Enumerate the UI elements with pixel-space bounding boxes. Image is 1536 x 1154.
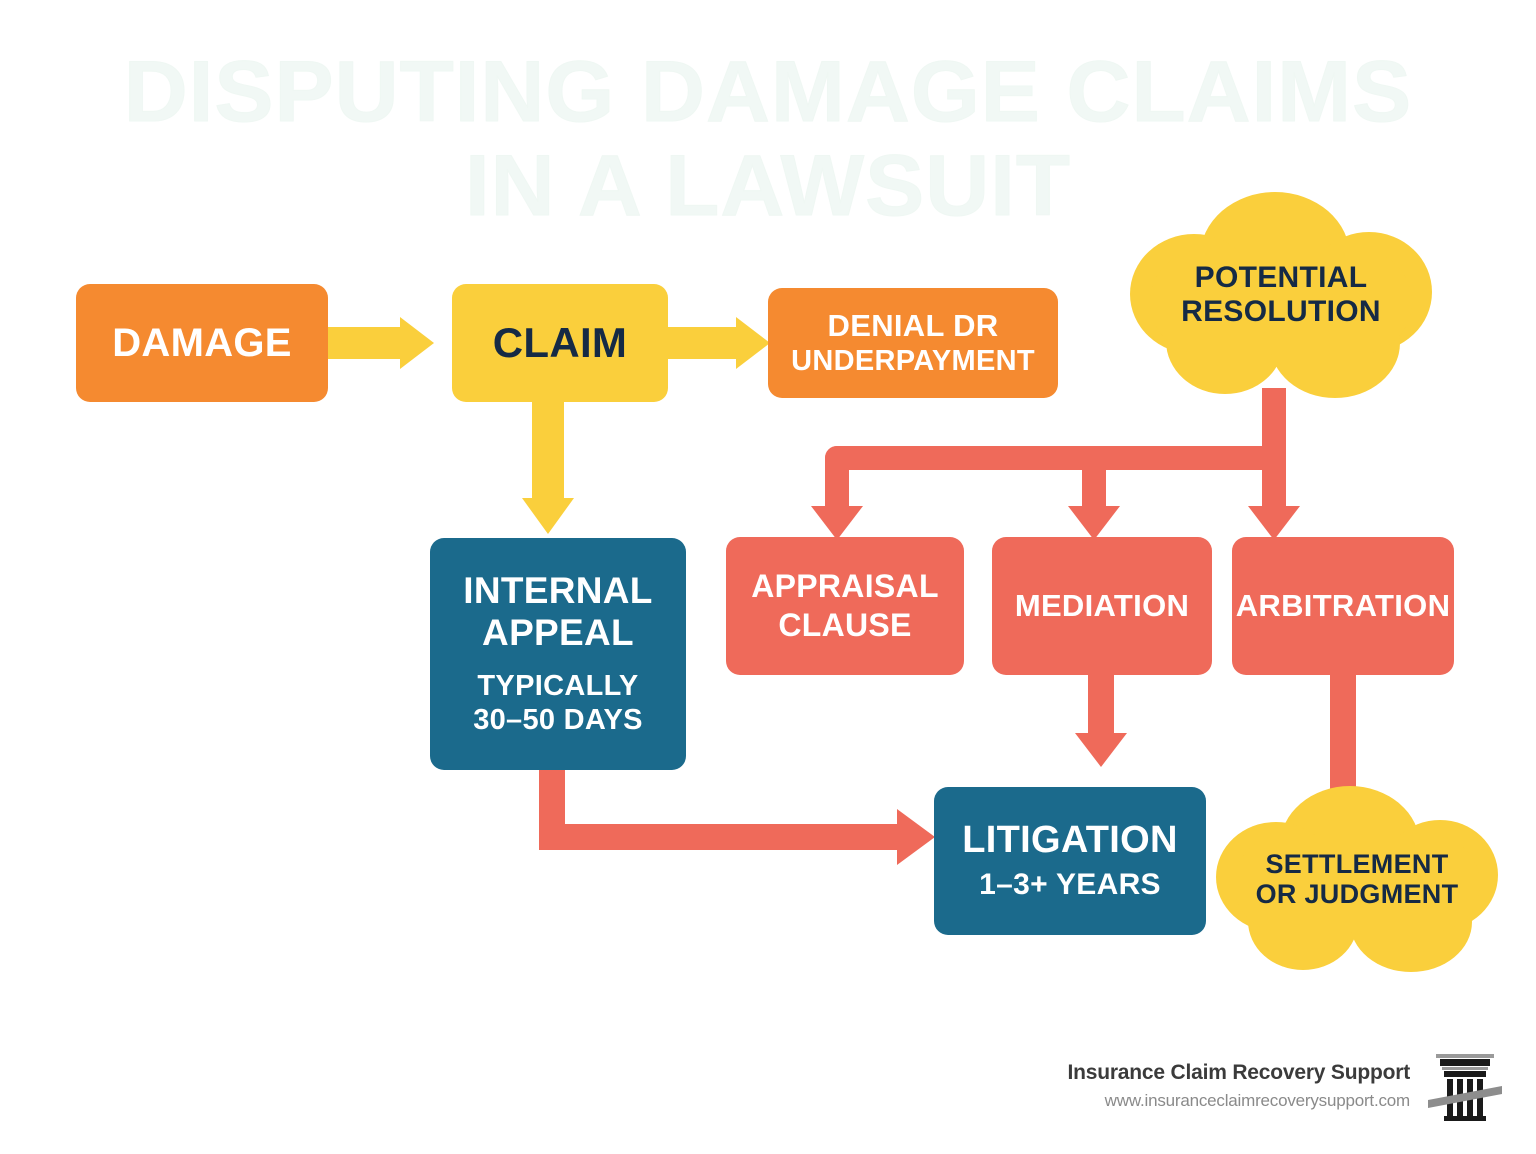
node-damage: DAMAGE <box>76 284 328 402</box>
node-mediation: MEDIATION <box>992 537 1212 675</box>
node-denial-label-line1: DENIAL DR <box>827 307 999 343</box>
brand-name: Insurance Claim Recovery Support <box>1067 1061 1410 1084</box>
node-arbitration: ARBITRATION <box>1232 537 1454 675</box>
arrow-damage-to-claim-head <box>400 317 434 369</box>
node-internal-appeal-line3: TYPICALLY <box>477 669 639 702</box>
node-potential-resolution-line2: RESOLUTION <box>1181 295 1381 328</box>
node-claim: CLAIM <box>452 284 668 402</box>
arrow-to-appraisal-shaft <box>825 446 849 510</box>
node-claim-label: CLAIM <box>492 318 628 366</box>
node-litigation: LITIGATION 1–3+ YEARS <box>934 787 1206 935</box>
node-settlement-line1: SETTLEMENT <box>1265 848 1449 879</box>
arrow-to-arbitration-shaft <box>1262 446 1286 510</box>
node-internal-appeal-line4: 30–50 DAYS <box>473 704 643 737</box>
connector-resolution-distribution-bar <box>825 446 1286 470</box>
node-litigation-line2: 1–3+ YEARS <box>979 868 1161 902</box>
node-mediation-label: MEDIATION <box>1014 588 1190 624</box>
brand-text-block: Insurance Claim Recovery Support www.ins… <box>1067 1061 1410 1111</box>
arrow-appeal-to-litigation-horizontal <box>539 824 901 850</box>
node-settlement-line2: OR JUDGMENT <box>1255 879 1459 909</box>
arrow-to-mediation-shaft <box>1082 446 1106 510</box>
node-arbitration-label: ARBITRATION <box>1235 588 1451 624</box>
arrow-mediation-to-litigation-shaft <box>1088 675 1114 737</box>
footer-branding: Insurance Claim Recovery Support www.ins… <box>1067 1048 1502 1124</box>
arrow-appeal-to-litigation-head <box>897 809 935 865</box>
node-denial-label-line2: UNDERPAYMENT <box>791 344 1035 377</box>
node-potential-resolution-line1: POTENTIAL <box>1194 261 1368 295</box>
arrow-to-arbitration-head <box>1248 506 1300 540</box>
cloud-puff <box>1150 250 1412 354</box>
page-title-line2: IN A LAWSUIT <box>464 138 1072 234</box>
arrow-damage-to-claim-shaft <box>328 327 400 359</box>
node-appraisal-clause-line2: CLAUSE <box>778 607 912 643</box>
brand-url[interactable]: www.insuranceclaimrecoverysupport.com <box>1104 1091 1411 1110</box>
page-title-line1: DISPUTING DAMAGE CLAIMS <box>123 44 1413 140</box>
node-litigation-line1: LITIGATION <box>962 819 1178 862</box>
node-internal-appeal-line2: APPEAL <box>482 611 634 653</box>
arrow-to-mediation-head <box>1068 506 1120 540</box>
cloud-puff <box>1234 836 1480 932</box>
node-internal-appeal-line1: INTERNAL <box>463 570 653 612</box>
node-damage-label: DAMAGE <box>112 320 292 365</box>
arrow-claim-to-denial-head <box>736 317 770 369</box>
arrow-to-appraisal-head <box>811 506 863 540</box>
node-settlement-label: SETTLEMENT OR JUDGMENT <box>1216 786 1498 972</box>
node-settlement-or-judgment: SETTLEMENT OR JUDGMENT <box>1216 786 1498 972</box>
node-potential-resolution: POTENTIAL RESOLUTION <box>1130 192 1432 398</box>
arrow-claim-to-appeal-shaft <box>532 402 564 500</box>
node-internal-appeal: INTERNAL APPEAL TYPICALLY 30–50 DAYS <box>430 538 686 770</box>
courthouse-pillar-icon <box>1428 1048 1502 1124</box>
node-appraisal-clause: APPRAISAL CLAUSE <box>726 537 964 675</box>
arrow-mediation-to-litigation-head <box>1075 733 1127 767</box>
node-denial-underpayment: DENIAL DR UNDERPAYMENT <box>768 288 1058 398</box>
node-potential-resolution-label: POTENTIAL RESOLUTION <box>1130 192 1432 398</box>
arrow-claim-to-denial-shaft <box>668 327 736 359</box>
node-appraisal-clause-line1: APPRAISAL <box>751 568 939 605</box>
arrow-claim-to-appeal-head <box>522 498 574 534</box>
connector-arbitration-to-settlement <box>1330 675 1356 791</box>
